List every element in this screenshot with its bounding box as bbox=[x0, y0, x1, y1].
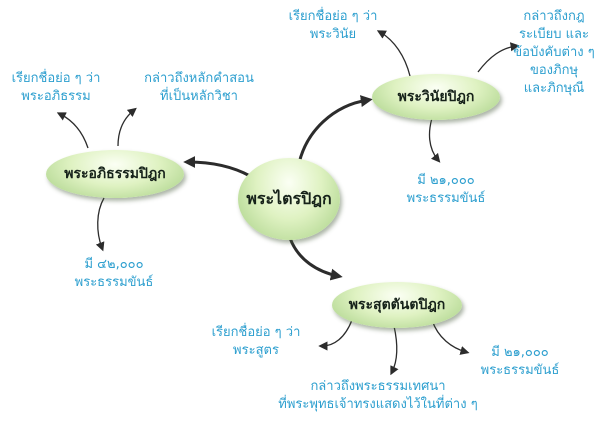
arrow-center-to-vinaya bbox=[296, 95, 373, 169]
vinaya-count: มี ๒๑,๐๐๐ พระธรรมขันธ์ bbox=[406, 173, 486, 206]
arrow-center-to-abhidhamma bbox=[183, 156, 251, 178]
abhidhamma-short-name: เรียกชื่อย่อ ๆ ว่า พระอภิธรรม bbox=[11, 71, 101, 104]
arrow-sutta-to-short-name bbox=[318, 319, 353, 351]
arrow-vinaya-to-description bbox=[477, 42, 520, 73]
arrow-sutta-to-count bbox=[431, 319, 470, 355]
arrow-abhidhamma-to-short-name bbox=[56, 112, 89, 149]
abhidhamma-node-label: พระอภิธรรมปิฎก bbox=[64, 166, 166, 182]
abhidhamma-count: มี ๔๒,๐๐๐ พระธรรมขันธ์ bbox=[74, 257, 154, 290]
center-node-label: พระไตรปิฎก bbox=[246, 188, 332, 208]
vinaya-node: พระวินัยปิฎก bbox=[372, 74, 500, 120]
sutta-description: กล่าวถึงพระธรรมเทศนา ที่พระพุทธเจ้าทรงแส… bbox=[278, 379, 478, 412]
abhidhamma-node: พระอภิธรรมปิฎก bbox=[46, 150, 184, 198]
center-node: พระไตรปิฎก bbox=[238, 158, 340, 240]
vinaya-description: กล่าวถึงกฎ ระเบียบ และ ข้อบังคับต่าง ๆ ข… bbox=[513, 9, 595, 96]
sutta-node-label: พระสุตตันตปิฎก bbox=[348, 297, 446, 313]
arrow-center-to-sutta bbox=[288, 237, 343, 281]
vinaya-node-label: พระวินัยปิฎก bbox=[397, 89, 475, 105]
abhidhamma-description: กล่าวถึงหลักคำสอน ที่เป็นหลักวิชา bbox=[144, 71, 254, 104]
sutta-short-name: เรียกชื่อย่อ ๆ ว่า พระสูตร bbox=[211, 325, 301, 358]
arrow-vinaya-to-count bbox=[428, 117, 441, 163]
arrow-vinaya-to-short-name bbox=[376, 30, 411, 77]
arrow-abhidhamma-to-count bbox=[95, 197, 105, 252]
arrow-sutta-to-description bbox=[390, 325, 399, 376]
arrow-abhidhamma-to-description bbox=[117, 107, 137, 147]
sutta-node: พระสุตตันตปิฎก bbox=[332, 282, 462, 328]
vinaya-short-name: เรียกชื่อย่อ ๆ ว่า พระวินัย bbox=[288, 9, 378, 42]
sutta-count: มี ๒๑,๐๐๐ พระธรรมขันธ์ bbox=[480, 345, 560, 378]
